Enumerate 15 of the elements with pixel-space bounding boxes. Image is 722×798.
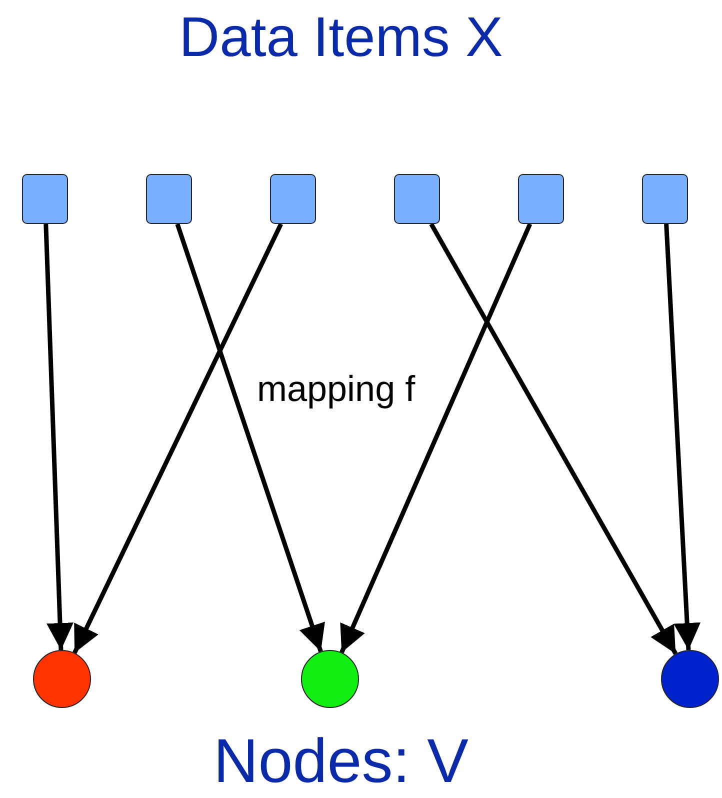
- arrow: [44, 224, 74, 650]
- arrow: [340, 223, 532, 654]
- data-item-square: [642, 174, 688, 224]
- data-item-square: [146, 174, 192, 224]
- title: Data Items X: [178, 4, 504, 69]
- arrow: [175, 223, 325, 652]
- arrow: [72, 223, 283, 654]
- mapping-label: mapping f: [257, 368, 416, 410]
- data-item-square: [22, 174, 68, 224]
- arrow: [429, 222, 678, 655]
- data-item-square: [270, 174, 316, 224]
- arrow: [664, 224, 701, 650]
- caption: Nodes: V: [212, 726, 470, 797]
- data-item-square: [518, 174, 564, 224]
- data-item-square: [394, 174, 440, 224]
